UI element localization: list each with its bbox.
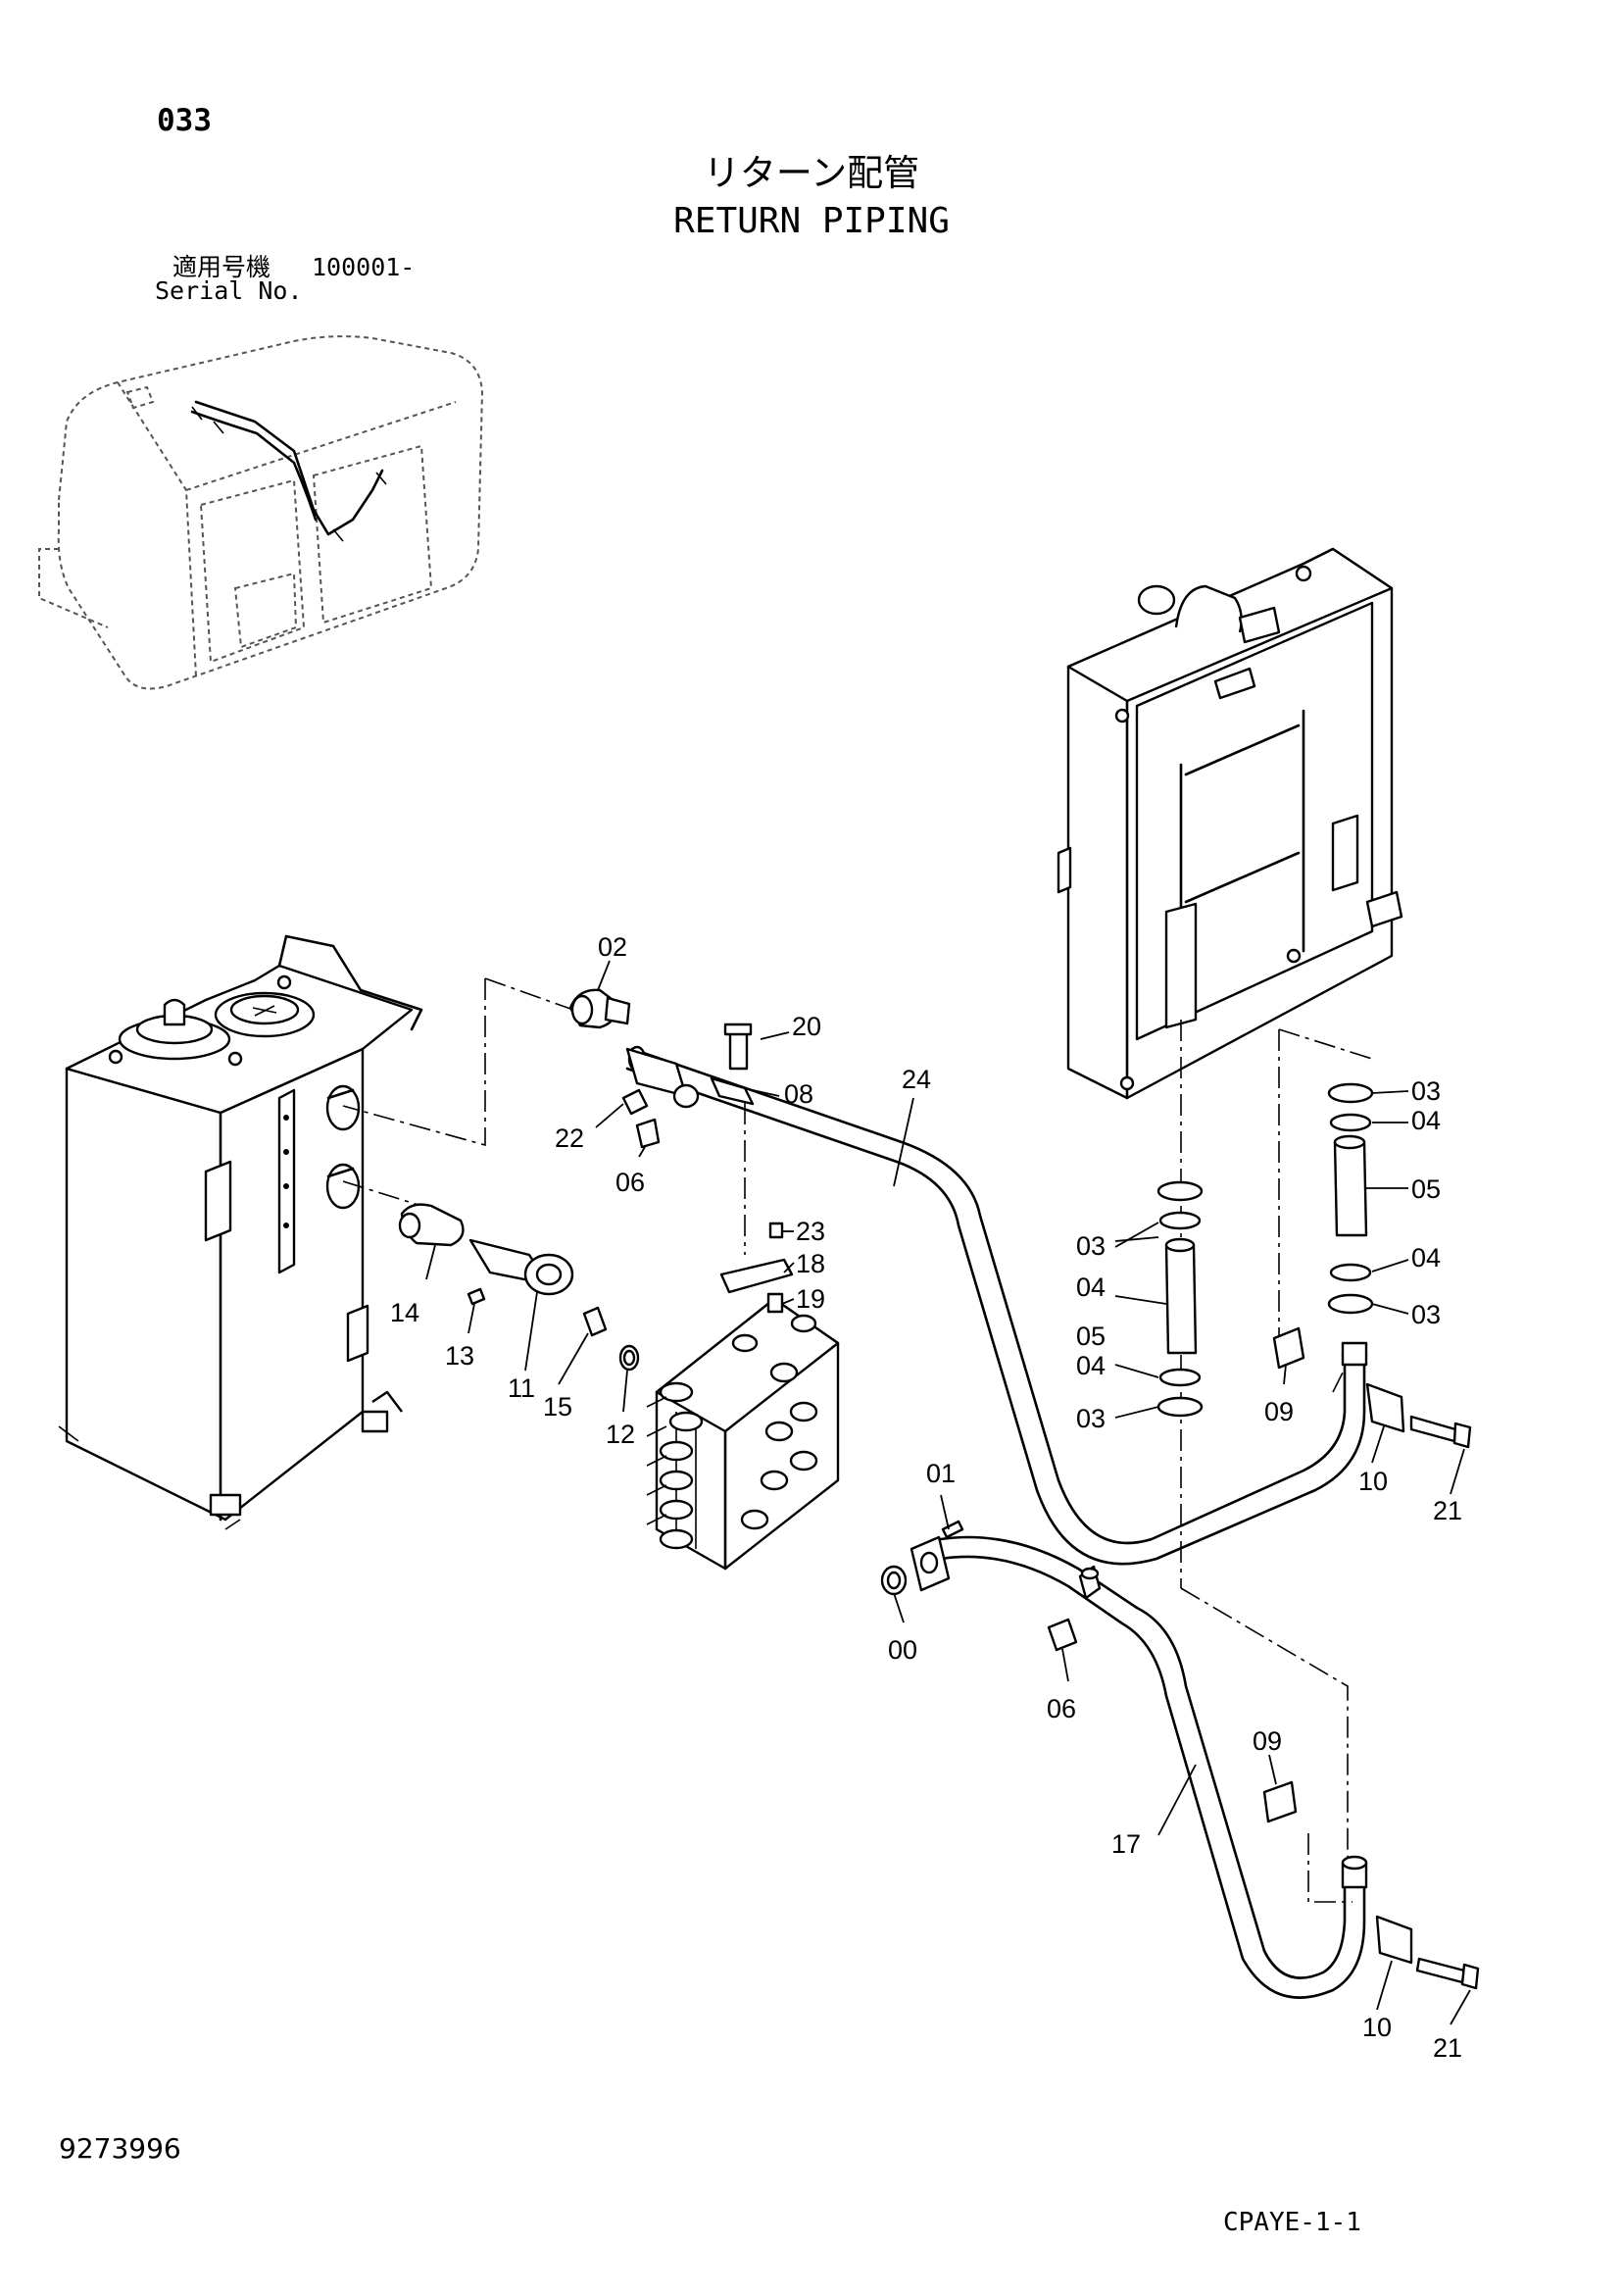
callout-03-left-bottom: 03 bbox=[1076, 1404, 1106, 1433]
serial-label-english: Serial No. bbox=[155, 276, 303, 305]
document-number: 9273996 bbox=[59, 2132, 181, 2165]
callout-20: 20 bbox=[792, 1012, 821, 1041]
callout-21-upper: 21 bbox=[1433, 1496, 1462, 1525]
callout-22: 22 bbox=[555, 1123, 584, 1153]
part-fitting-pipe-block bbox=[621, 1023, 755, 1149]
callout-09-lower: 09 bbox=[1253, 1726, 1282, 1756]
page-number: 033 bbox=[157, 103, 212, 138]
callout-03-right-top: 03 bbox=[1411, 1076, 1441, 1106]
callout-02: 02 bbox=[598, 932, 627, 962]
part-clips-09-10-21 bbox=[1047, 1326, 1480, 1990]
part-hose-band-right bbox=[1327, 1082, 1374, 1315]
serial-label-japanese: 適用号機 bbox=[172, 253, 271, 281]
callout-06-upper: 06 bbox=[615, 1168, 645, 1197]
callout-21-lower: 21 bbox=[1433, 2033, 1462, 2063]
callout-04-right-top: 04 bbox=[1411, 1106, 1441, 1135]
oil-cooler bbox=[1057, 547, 1403, 1100]
callout-14: 14 bbox=[390, 1298, 419, 1327]
callout-23: 23 bbox=[796, 1217, 825, 1246]
callout-03-right-bottom: 03 bbox=[1411, 1300, 1441, 1329]
callout-03-left-top: 03 bbox=[1076, 1231, 1106, 1261]
callout-17: 17 bbox=[1111, 1829, 1141, 1859]
callout-19: 19 bbox=[796, 1284, 825, 1314]
part-flange-00-01 bbox=[880, 1520, 964, 1596]
callout-00: 00 bbox=[888, 1635, 917, 1665]
callout-06-lower: 06 bbox=[1047, 1694, 1076, 1723]
callout-05-right: 05 bbox=[1411, 1174, 1441, 1204]
callout-11: 11 bbox=[508, 1373, 535, 1403]
callout-01: 01 bbox=[926, 1459, 956, 1488]
return-pipe-lower bbox=[939, 1535, 1368, 1999]
callout-05-left: 05 bbox=[1076, 1322, 1106, 1351]
callout-09-upper: 09 bbox=[1264, 1397, 1294, 1426]
callout-12: 12 bbox=[606, 1420, 635, 1449]
part-callouts: 02 20 08 24 22 06 23 18 19 14 13 11 15 1… bbox=[390, 932, 1462, 2063]
callout-18: 18 bbox=[796, 1249, 825, 1278]
control-valve bbox=[646, 1297, 840, 1571]
part-clamp-02 bbox=[568, 988, 631, 1029]
callout-10-lower: 10 bbox=[1362, 2013, 1392, 2042]
callout-24: 24 bbox=[902, 1065, 931, 1094]
callout-08: 08 bbox=[784, 1079, 813, 1109]
callout-04-right-bottom: 04 bbox=[1411, 1243, 1441, 1273]
part-plate-bolt-18-19-23 bbox=[719, 1222, 794, 1314]
machine-location-thumbnail bbox=[38, 335, 484, 690]
figure-code: CPAYE-1-1 bbox=[1223, 2208, 1361, 2237]
part-hose-band-left bbox=[1156, 1180, 1204, 1418]
callout-15: 15 bbox=[543, 1392, 572, 1422]
callout-13: 13 bbox=[445, 1341, 474, 1371]
part-tank-port bbox=[398, 1203, 640, 1372]
title-japanese: リターン配管 bbox=[703, 152, 920, 194]
hydraulic-tank bbox=[58, 934, 423, 1530]
leader-lines bbox=[425, 960, 1471, 2025]
serial-number: 100001- bbox=[312, 253, 416, 281]
callout-04-left-top: 04 bbox=[1076, 1273, 1106, 1302]
title-english: RETURN PIPING bbox=[673, 201, 950, 241]
assembly-center-lines bbox=[342, 977, 1373, 1903]
callout-04-left-bottom: 04 bbox=[1076, 1351, 1106, 1380]
callout-10-upper: 10 bbox=[1358, 1467, 1388, 1496]
